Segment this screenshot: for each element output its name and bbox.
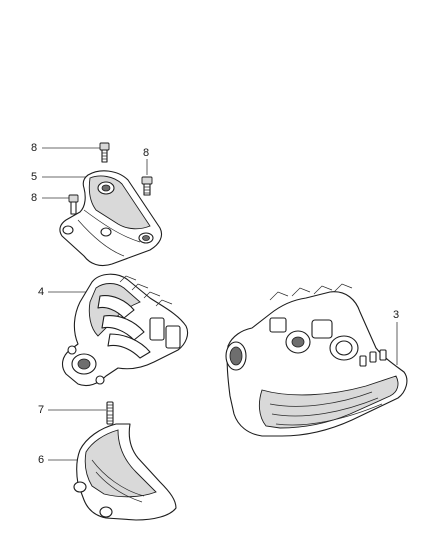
stud-7: [106, 401, 114, 425]
intake-manifold-3: [225, 283, 408, 437]
callout-7: 7: [38, 404, 45, 416]
callout-8-left: 8: [31, 192, 38, 204]
bolt-8-left: [68, 194, 79, 215]
leader-lines: [42, 147, 398, 461]
bolt-8-upper: [99, 142, 110, 163]
callout-5: 5: [31, 171, 38, 183]
callout-3: 3: [393, 309, 400, 321]
upper-heat-shield-5: [59, 170, 163, 267]
callout-8-upper: 8: [31, 142, 38, 154]
bolt-8-right: [141, 176, 153, 196]
callout-8-right: 8: [143, 147, 150, 159]
callout-4: 4: [38, 286, 45, 298]
lower-heat-shield-6: [73, 423, 177, 521]
exhaust-manifold-4: [61, 273, 189, 387]
callout-6: 6: [38, 454, 45, 466]
